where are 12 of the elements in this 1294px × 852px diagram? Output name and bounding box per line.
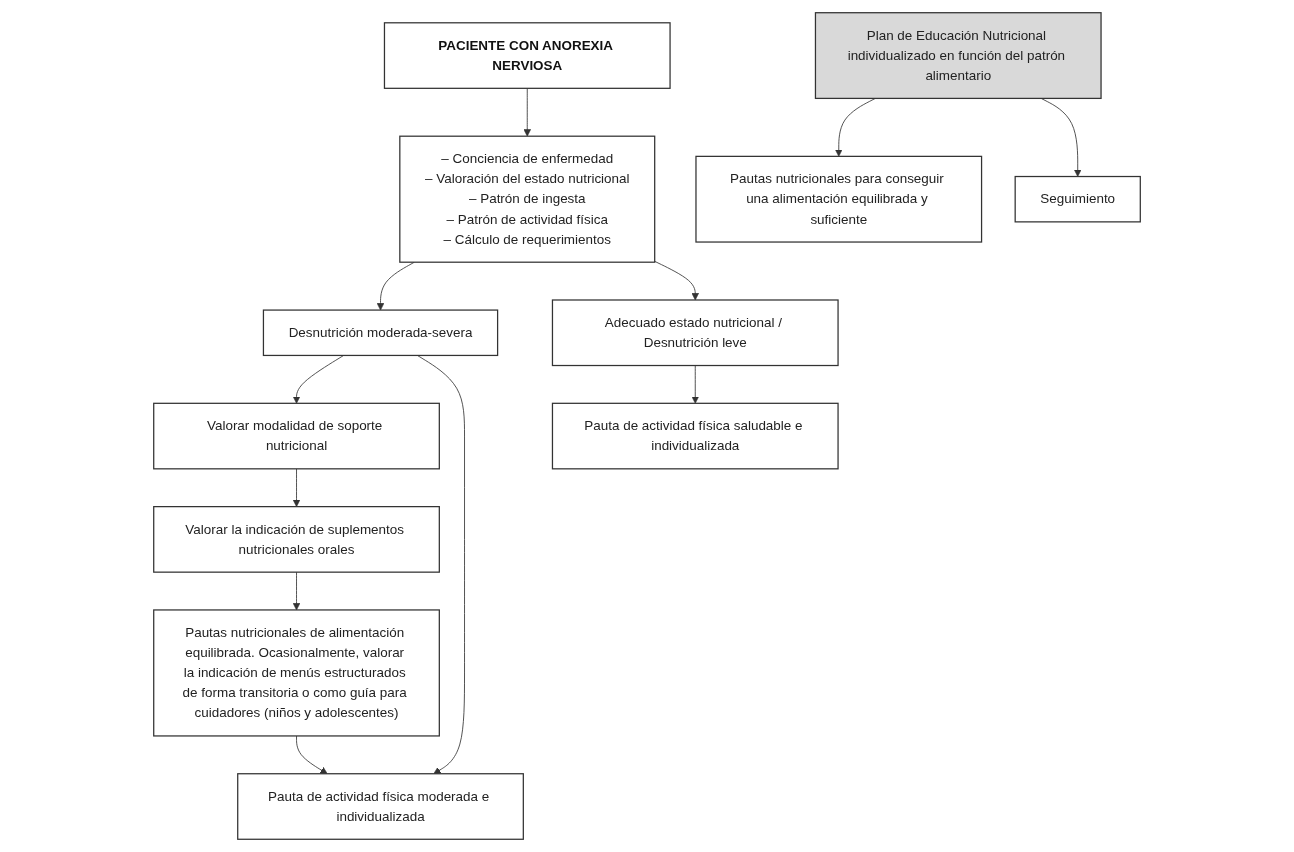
node-box: PACIENTE CON ANOREXIA NERVIOSA bbox=[383, 22, 671, 89]
node-box: Valorar modalidad de soporte nutricional bbox=[153, 402, 440, 470]
node-box: Adecuado estado nutricional / Desnutrición leve bbox=[551, 299, 839, 367]
node-box: Desnutrición moderada-severa bbox=[262, 309, 499, 357]
node-box: Pauta de actividad física moderada e individualizada bbox=[237, 773, 524, 840]
node-box: Seguimiento bbox=[1014, 175, 1141, 223]
node-box: Pautas nutricionales de alimentación equilibrada. Ocasionalmente, valorar la indicación de menús estructurados de forma transitoria o como guía para cuidadores (niños y adolescentes) bbox=[153, 609, 440, 737]
node-box: Plan de Educación Nutricional individualizado en función del patrón alimentario bbox=[814, 12, 1102, 100]
node-box: – Conciencia de enfermedad – Valoración del estado nutricional – Patrón de ingesta – Patrón de actividad física – Cálculo de requerimientos bbox=[399, 135, 656, 263]
node-box: Valorar la indicación de suplementos nutricionales orales bbox=[153, 506, 440, 573]
node-box: Pauta de actividad física saludable e individualizada bbox=[551, 402, 839, 470]
node-box: Pautas nutricionales para conseguir una alimentación equilibrada y suficiente bbox=[695, 155, 983, 243]
